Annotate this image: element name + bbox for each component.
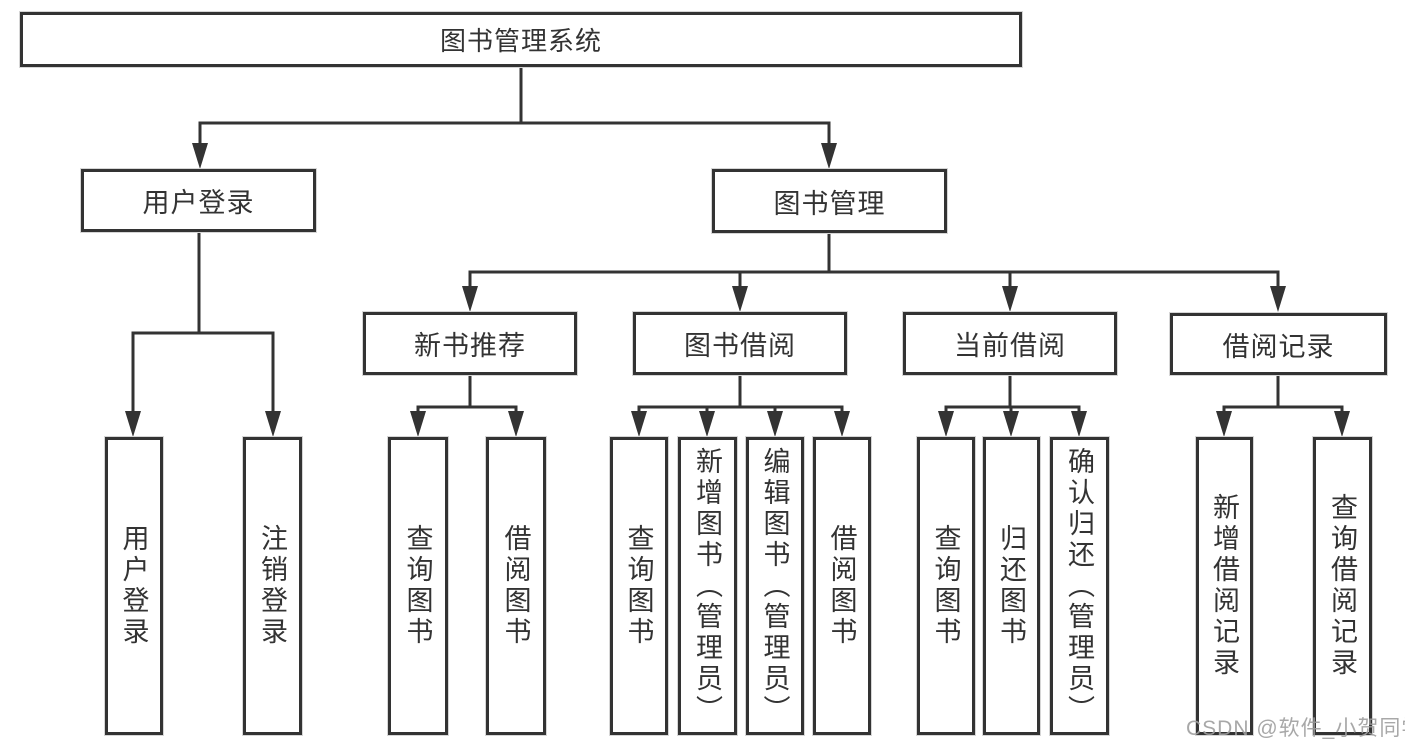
leaf-recommend-borrow-books: 借阅图书 [486,437,546,735]
leaf-borrow-edit-books-admin: 编辑图书（管理员） [746,437,804,735]
node-current-borrow: 当前借阅 [903,312,1117,375]
node-book-management: 图书管理 [712,169,947,233]
node-new-book-recommend: 新书推荐 [363,312,577,375]
node-user-login-label: 用户登录 [142,188,255,218]
leaf-current-confirm-return-admin: 确认归还（管理员） [1050,437,1109,735]
leaf-current-query-books: 查询图书 [917,437,975,735]
leaf-borrow-add-books-admin: 新增图书（管理员） [678,437,737,735]
leaf-records-add-label: 新增借阅记录 [1209,493,1239,679]
node-root-label: 图书管理系统 [439,26,602,56]
leaf-borrow-query-books: 查询图书 [610,437,668,735]
node-borrow-records: 借阅记录 [1170,313,1387,375]
leaf-current-confirm-return-admin-label: 确认归还（管理员） [1064,446,1094,726]
leaf-user-login-label: 用户登录 [118,524,149,648]
leaf-current-query-books-label: 查询图书 [930,524,961,648]
leaf-borrow-add-books-admin-label: 新增图书（管理员） [692,446,722,726]
node-borrow-records-label: 借阅记录 [1222,331,1335,362]
leaf-records-add: 新增借阅记录 [1196,437,1253,735]
leaf-current-return-books: 归还图书 [983,437,1040,735]
leaf-borrow-borrow-books-label: 借阅图书 [826,524,857,648]
leaf-recommend-borrow-books-label: 借阅图书 [500,524,531,648]
node-book-borrow-label: 图书借阅 [684,331,796,361]
leaf-records-query: 查询借阅记录 [1313,437,1372,735]
leaf-borrow-query-books-label: 查询图书 [623,524,654,648]
leaf-borrow-borrow-books: 借阅图书 [813,437,871,735]
leaf-logout-label: 注销登录 [257,524,287,648]
leaf-current-return-books-label: 归还图书 [996,524,1026,648]
node-new-book-recommend-label: 新书推荐 [414,331,526,361]
leaf-recommend-query-books: 查询图书 [388,437,448,735]
node-current-borrow-label: 当前借阅 [954,331,1066,361]
node-book-borrow: 图书借阅 [633,312,847,375]
leaf-logout: 注销登录 [243,437,302,735]
leaf-user-login: 用户登录 [105,437,163,735]
node-root: 图书管理系统 [20,12,1022,67]
leaf-recommend-query-books-label: 查询图书 [402,524,433,648]
csdn-watermark: CSDN @软件_小贺同学 [1186,717,1405,740]
node-book-management-label: 图书管理 [773,188,886,219]
node-user-login: 用户登录 [81,169,316,232]
leaf-records-query-label: 查询借阅记录 [1327,493,1357,679]
leaf-borrow-edit-books-admin-label: 编辑图书（管理员） [759,446,790,726]
